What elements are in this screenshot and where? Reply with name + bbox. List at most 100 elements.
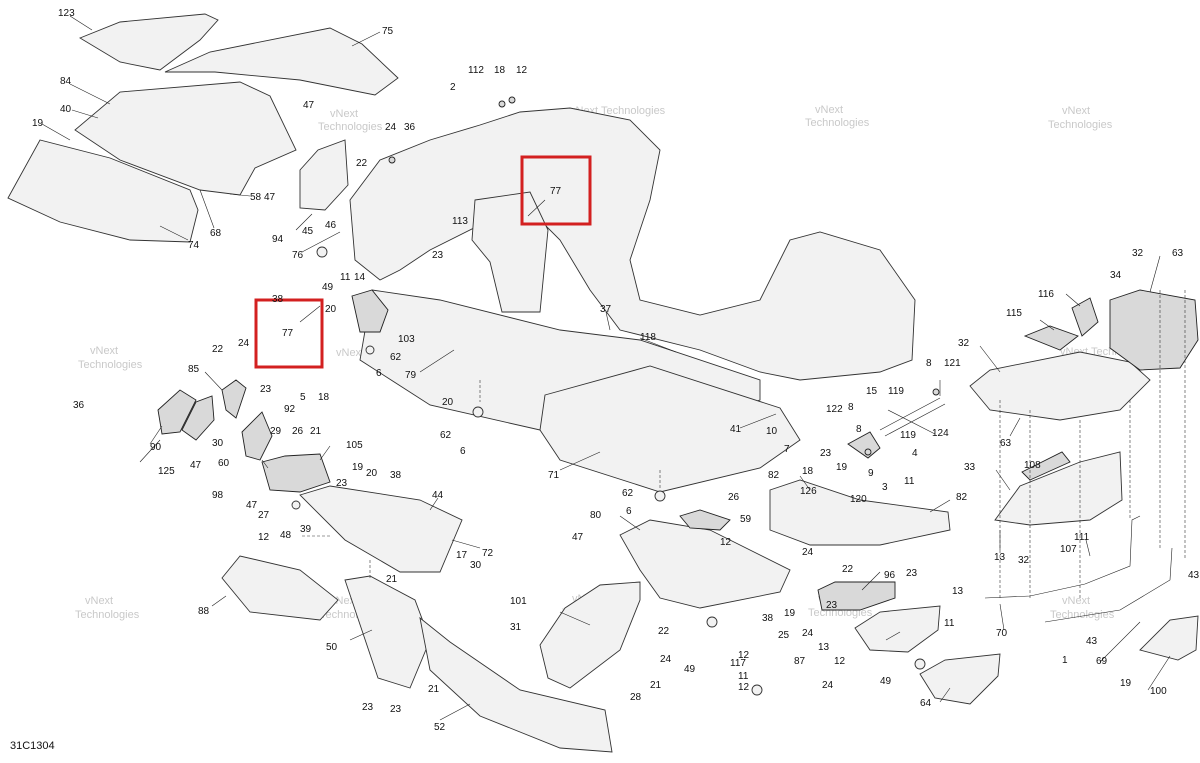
callout-label: 19 xyxy=(32,118,44,129)
callout-label: 87 xyxy=(794,656,806,667)
parts xyxy=(7,13,1199,753)
callout-label: 101 xyxy=(510,596,527,607)
diagram-code: 31C1304 xyxy=(10,740,55,752)
link-122 xyxy=(847,431,881,459)
callout-label: 3 xyxy=(882,482,888,493)
watermark-10b: Technologies xyxy=(75,609,140,621)
callout-label: 24 xyxy=(660,654,672,665)
callout-label: 38 xyxy=(390,470,402,481)
callout-label: 108 xyxy=(1024,460,1041,471)
callout-label: 9 xyxy=(868,468,874,479)
callout-label: 19 xyxy=(352,462,364,473)
callout-label: 75 xyxy=(382,26,394,37)
callout-label: 47 xyxy=(572,532,584,543)
callout-label: 63 xyxy=(1000,438,1012,449)
callout-label: 23 xyxy=(260,384,272,395)
callout-label: 8 xyxy=(848,402,854,413)
callout-label: 32 xyxy=(958,338,970,349)
bracket-60 xyxy=(221,379,247,419)
callout-label: 37 xyxy=(600,304,612,315)
callout-label: 33 xyxy=(964,462,976,473)
callout-label: 36 xyxy=(73,400,85,411)
callout-label: 111 xyxy=(1074,532,1090,543)
callout-label: 24 xyxy=(802,547,814,558)
rear-handle-108 xyxy=(1021,451,1071,481)
callout-label: 47 xyxy=(190,460,202,471)
callout-label: 68 xyxy=(210,228,222,239)
callout-label: 34 xyxy=(1110,270,1122,281)
callout-label: 77 xyxy=(550,186,562,197)
hood-panel xyxy=(164,27,399,96)
watermark-14b: Technologies xyxy=(1050,609,1115,621)
inner-fender-left xyxy=(299,139,349,211)
callout-label: 92 xyxy=(284,404,296,415)
callout-label: 11 xyxy=(904,476,915,487)
rack-bracket-116 xyxy=(1071,297,1099,337)
rail-70 xyxy=(984,515,1141,599)
callout-label: 12 xyxy=(738,650,750,661)
callout-label: 43 xyxy=(1188,570,1200,581)
callout-label: 46 xyxy=(325,220,337,231)
callout-label: 20 xyxy=(366,468,378,479)
watermark-10: vNext xyxy=(85,595,113,607)
callout-label: 29 xyxy=(270,426,282,437)
callout-labels: 123 75 84 40 19 74 68 58 47 47 45 46 94 … xyxy=(32,8,1200,733)
callout-label: 5 xyxy=(300,392,306,403)
callout-label: 23 xyxy=(432,250,444,261)
callout-label: 85 xyxy=(188,364,200,375)
callout-label: 23 xyxy=(820,448,832,459)
callout-label: 2 xyxy=(450,82,456,93)
bar-124 xyxy=(879,397,941,431)
callout-label: 121 xyxy=(944,358,961,369)
callout-label: 19 xyxy=(784,608,796,619)
callout-label: 13 xyxy=(818,642,830,653)
callout-label: 69 xyxy=(1096,656,1108,667)
callout-label: 119 xyxy=(888,386,904,397)
side-panel-82 xyxy=(769,479,951,546)
callout-label: 58 xyxy=(250,192,262,203)
callout-label: 23 xyxy=(336,478,348,489)
callout-label: 126 xyxy=(800,486,817,497)
callout-label: 112 xyxy=(468,65,484,76)
callout-label: 23 xyxy=(906,568,918,579)
callout-label: 30 xyxy=(212,438,224,449)
callout-label: 32 xyxy=(1132,248,1144,259)
callout-label: 50 xyxy=(326,642,338,653)
callout-label: 125 xyxy=(158,466,175,477)
bracket-29 xyxy=(241,411,273,461)
callout-label: 22 xyxy=(658,626,670,637)
callout-label: 72 xyxy=(482,548,494,559)
front-top-cover xyxy=(78,13,219,71)
callout-label: 20 xyxy=(325,304,337,315)
callout-label: 27 xyxy=(258,510,270,521)
callout-label: 49 xyxy=(684,664,696,675)
skid-plate xyxy=(539,365,801,493)
callout-label: 22 xyxy=(356,158,368,169)
watermark-3: vNext xyxy=(815,104,843,116)
callout-label: 43 xyxy=(1086,636,1098,647)
callout-label: 14 xyxy=(354,272,366,283)
callout-label: 21 xyxy=(428,684,440,695)
callout-label: 26 xyxy=(728,492,740,503)
watermark-5: vNext xyxy=(90,345,118,357)
watermark-4b: Technologies xyxy=(1048,119,1113,131)
callout-label: 8 xyxy=(926,358,932,369)
callout-label: 19 xyxy=(1120,678,1132,689)
callout-label: 38 xyxy=(762,613,774,624)
callout-label: 24 xyxy=(385,122,397,133)
callout-label: 96 xyxy=(884,570,896,581)
callout-label: 47 xyxy=(303,100,315,111)
callout-label: 19 xyxy=(836,462,848,473)
callout-label: 82 xyxy=(768,470,780,481)
callout-label: 62 xyxy=(622,488,634,499)
tail-light-right xyxy=(1139,615,1199,661)
callout-label: 118 xyxy=(640,332,656,343)
callout-label: 21 xyxy=(386,574,398,585)
callout-label: 21 xyxy=(310,426,322,437)
callout-label: 12 xyxy=(720,537,732,548)
callout-label: 62 xyxy=(390,352,402,363)
callout-label: 94 xyxy=(272,234,284,245)
callout-label: 52 xyxy=(434,722,446,733)
watermark-5b: Technologies xyxy=(78,359,143,371)
